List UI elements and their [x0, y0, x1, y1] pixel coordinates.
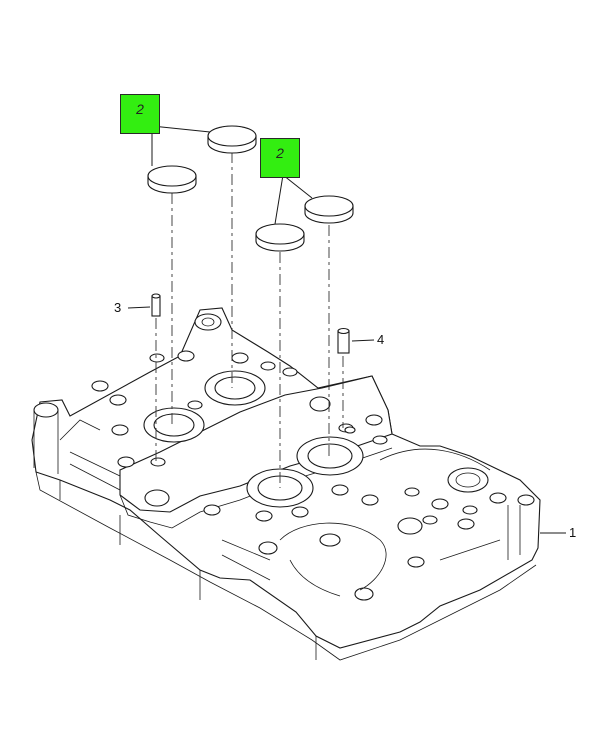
- plug-b: [207, 125, 257, 154]
- callout-2a-label: 2: [136, 101, 144, 117]
- callout-4-sleeve[interactable]: 4: [377, 332, 385, 347]
- plug-c: [255, 223, 305, 252]
- callout-1-housing[interactable]: 1: [569, 525, 577, 540]
- plug-a: [147, 165, 197, 194]
- sleeve-part: [337, 327, 350, 354]
- alignment-lines: [155, 152, 344, 488]
- dowel-pin-part: [151, 293, 161, 317]
- callout-2b-label: 2: [276, 145, 284, 161]
- callout-3-dowel-pin[interactable]: 3: [114, 300, 122, 315]
- callout-2-plugs-b[interactable]: 2: [260, 138, 300, 178]
- housing-part: [31, 307, 541, 661]
- plug-d: [304, 195, 354, 224]
- callout-2-plugs-a[interactable]: 2: [120, 94, 160, 134]
